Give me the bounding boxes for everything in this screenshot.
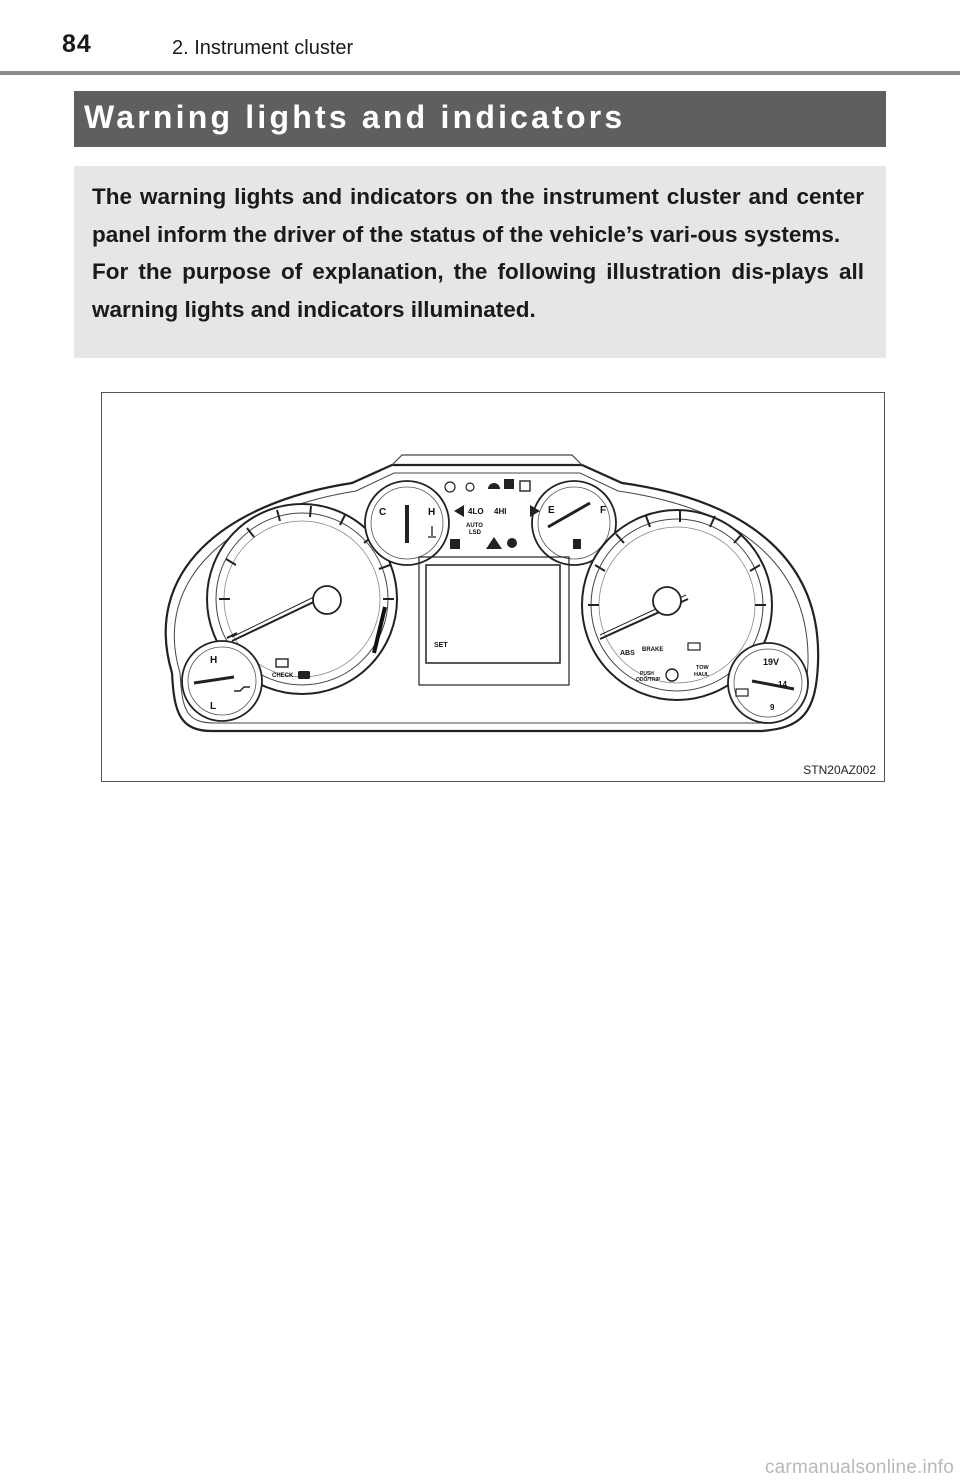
intro-text: The warning lights and indicators on the… bbox=[92, 178, 864, 328]
tire-pressure-icon bbox=[444, 481, 456, 493]
oil-pressure-gauge: H L bbox=[181, 640, 263, 722]
fuel-pump-icon bbox=[573, 539, 581, 549]
headlight-icon bbox=[488, 483, 500, 489]
tachometer bbox=[206, 503, 398, 695]
oil-gauge-low-label: L bbox=[210, 701, 216, 712]
haul-label: HAUL bbox=[694, 672, 710, 678]
engine-icon bbox=[275, 658, 289, 668]
tow-label: TOW bbox=[696, 665, 710, 671]
odo-trip-knob[interactable] bbox=[665, 668, 679, 682]
temp-cold-label: C bbox=[379, 507, 386, 518]
oil-can-icon bbox=[234, 686, 250, 692]
center-display-frame bbox=[418, 556, 570, 686]
lsd-label: LSD bbox=[469, 530, 482, 536]
intro-paragraph-2: For the purpose of explanation, the foll… bbox=[92, 259, 864, 322]
figure-code: STN20AZ002 bbox=[803, 763, 876, 777]
watermark: carmanualsonline.info bbox=[764, 1457, 954, 1478]
four-lo-label: 4LO bbox=[468, 507, 484, 516]
volt-9-label: 9 bbox=[770, 703, 775, 712]
cluster-drawing: H L CHECK C H E F bbox=[164, 454, 820, 733]
trailer-icon bbox=[519, 480, 531, 492]
indicator-strip: 4LO 4HI AUTO LSD bbox=[444, 479, 540, 549]
page-title: Warning lights and indicators bbox=[84, 99, 626, 135]
oil-gauge-high-label: H bbox=[210, 655, 217, 666]
volt-19-label: 19V bbox=[763, 657, 779, 667]
volt-14-label: 14 bbox=[778, 680, 787, 689]
four-wheel-drive-icon bbox=[298, 671, 310, 679]
title-banner: Warning lights and indicators bbox=[74, 91, 886, 147]
voltmeter: 19V 14 9 bbox=[727, 642, 809, 724]
check-label: CHECK bbox=[272, 673, 294, 679]
speedometer: ABS BRAKE PUSH ODO/TRIP TOW HAUL bbox=[581, 509, 773, 701]
abs-label: ABS bbox=[620, 650, 635, 657]
fuel-full-label: F bbox=[600, 505, 606, 516]
instrument-cluster-illustration: H L CHECK C H E F bbox=[101, 392, 885, 782]
light-icon bbox=[465, 482, 475, 492]
intro-box: The warning lights and indicators on the… bbox=[74, 166, 886, 358]
battery-icon bbox=[687, 642, 701, 651]
cluster-housing bbox=[164, 463, 820, 733]
push-label: PUSH bbox=[640, 671, 654, 677]
auto-label: AUTO bbox=[466, 523, 483, 529]
header-rule bbox=[0, 71, 960, 75]
page-number: 84 bbox=[62, 30, 92, 58]
master-warning-icon bbox=[486, 537, 502, 549]
left-turn-icon bbox=[454, 505, 464, 517]
seatbelt-icon bbox=[450, 539, 460, 549]
intro-paragraph-1: The warning lights and indicators on the… bbox=[92, 184, 864, 247]
four-hi-label: 4HI bbox=[494, 507, 506, 516]
fuel-empty-label: E bbox=[548, 505, 555, 516]
coolant-temperature-gauge: C H bbox=[364, 480, 450, 566]
slip-indicator-icon bbox=[504, 479, 514, 489]
right-turn-icon bbox=[530, 505, 540, 517]
odo-trip-label: ODO/TRIP bbox=[636, 677, 661, 683]
brake-label: BRAKE bbox=[642, 647, 663, 653]
airbag-icon bbox=[507, 538, 517, 548]
page-header: 84 2. Instrument cluster bbox=[0, 0, 960, 76]
multi-information-display bbox=[425, 564, 561, 664]
temp-hot-label: H bbox=[428, 507, 435, 518]
cruise-set-label: SET bbox=[434, 642, 448, 649]
section-title: 2. Instrument cluster bbox=[172, 37, 354, 59]
coolant-icon bbox=[428, 526, 436, 538]
fuel-gauge: E F bbox=[531, 480, 617, 566]
voltmeter-battery-icon bbox=[735, 688, 749, 697]
